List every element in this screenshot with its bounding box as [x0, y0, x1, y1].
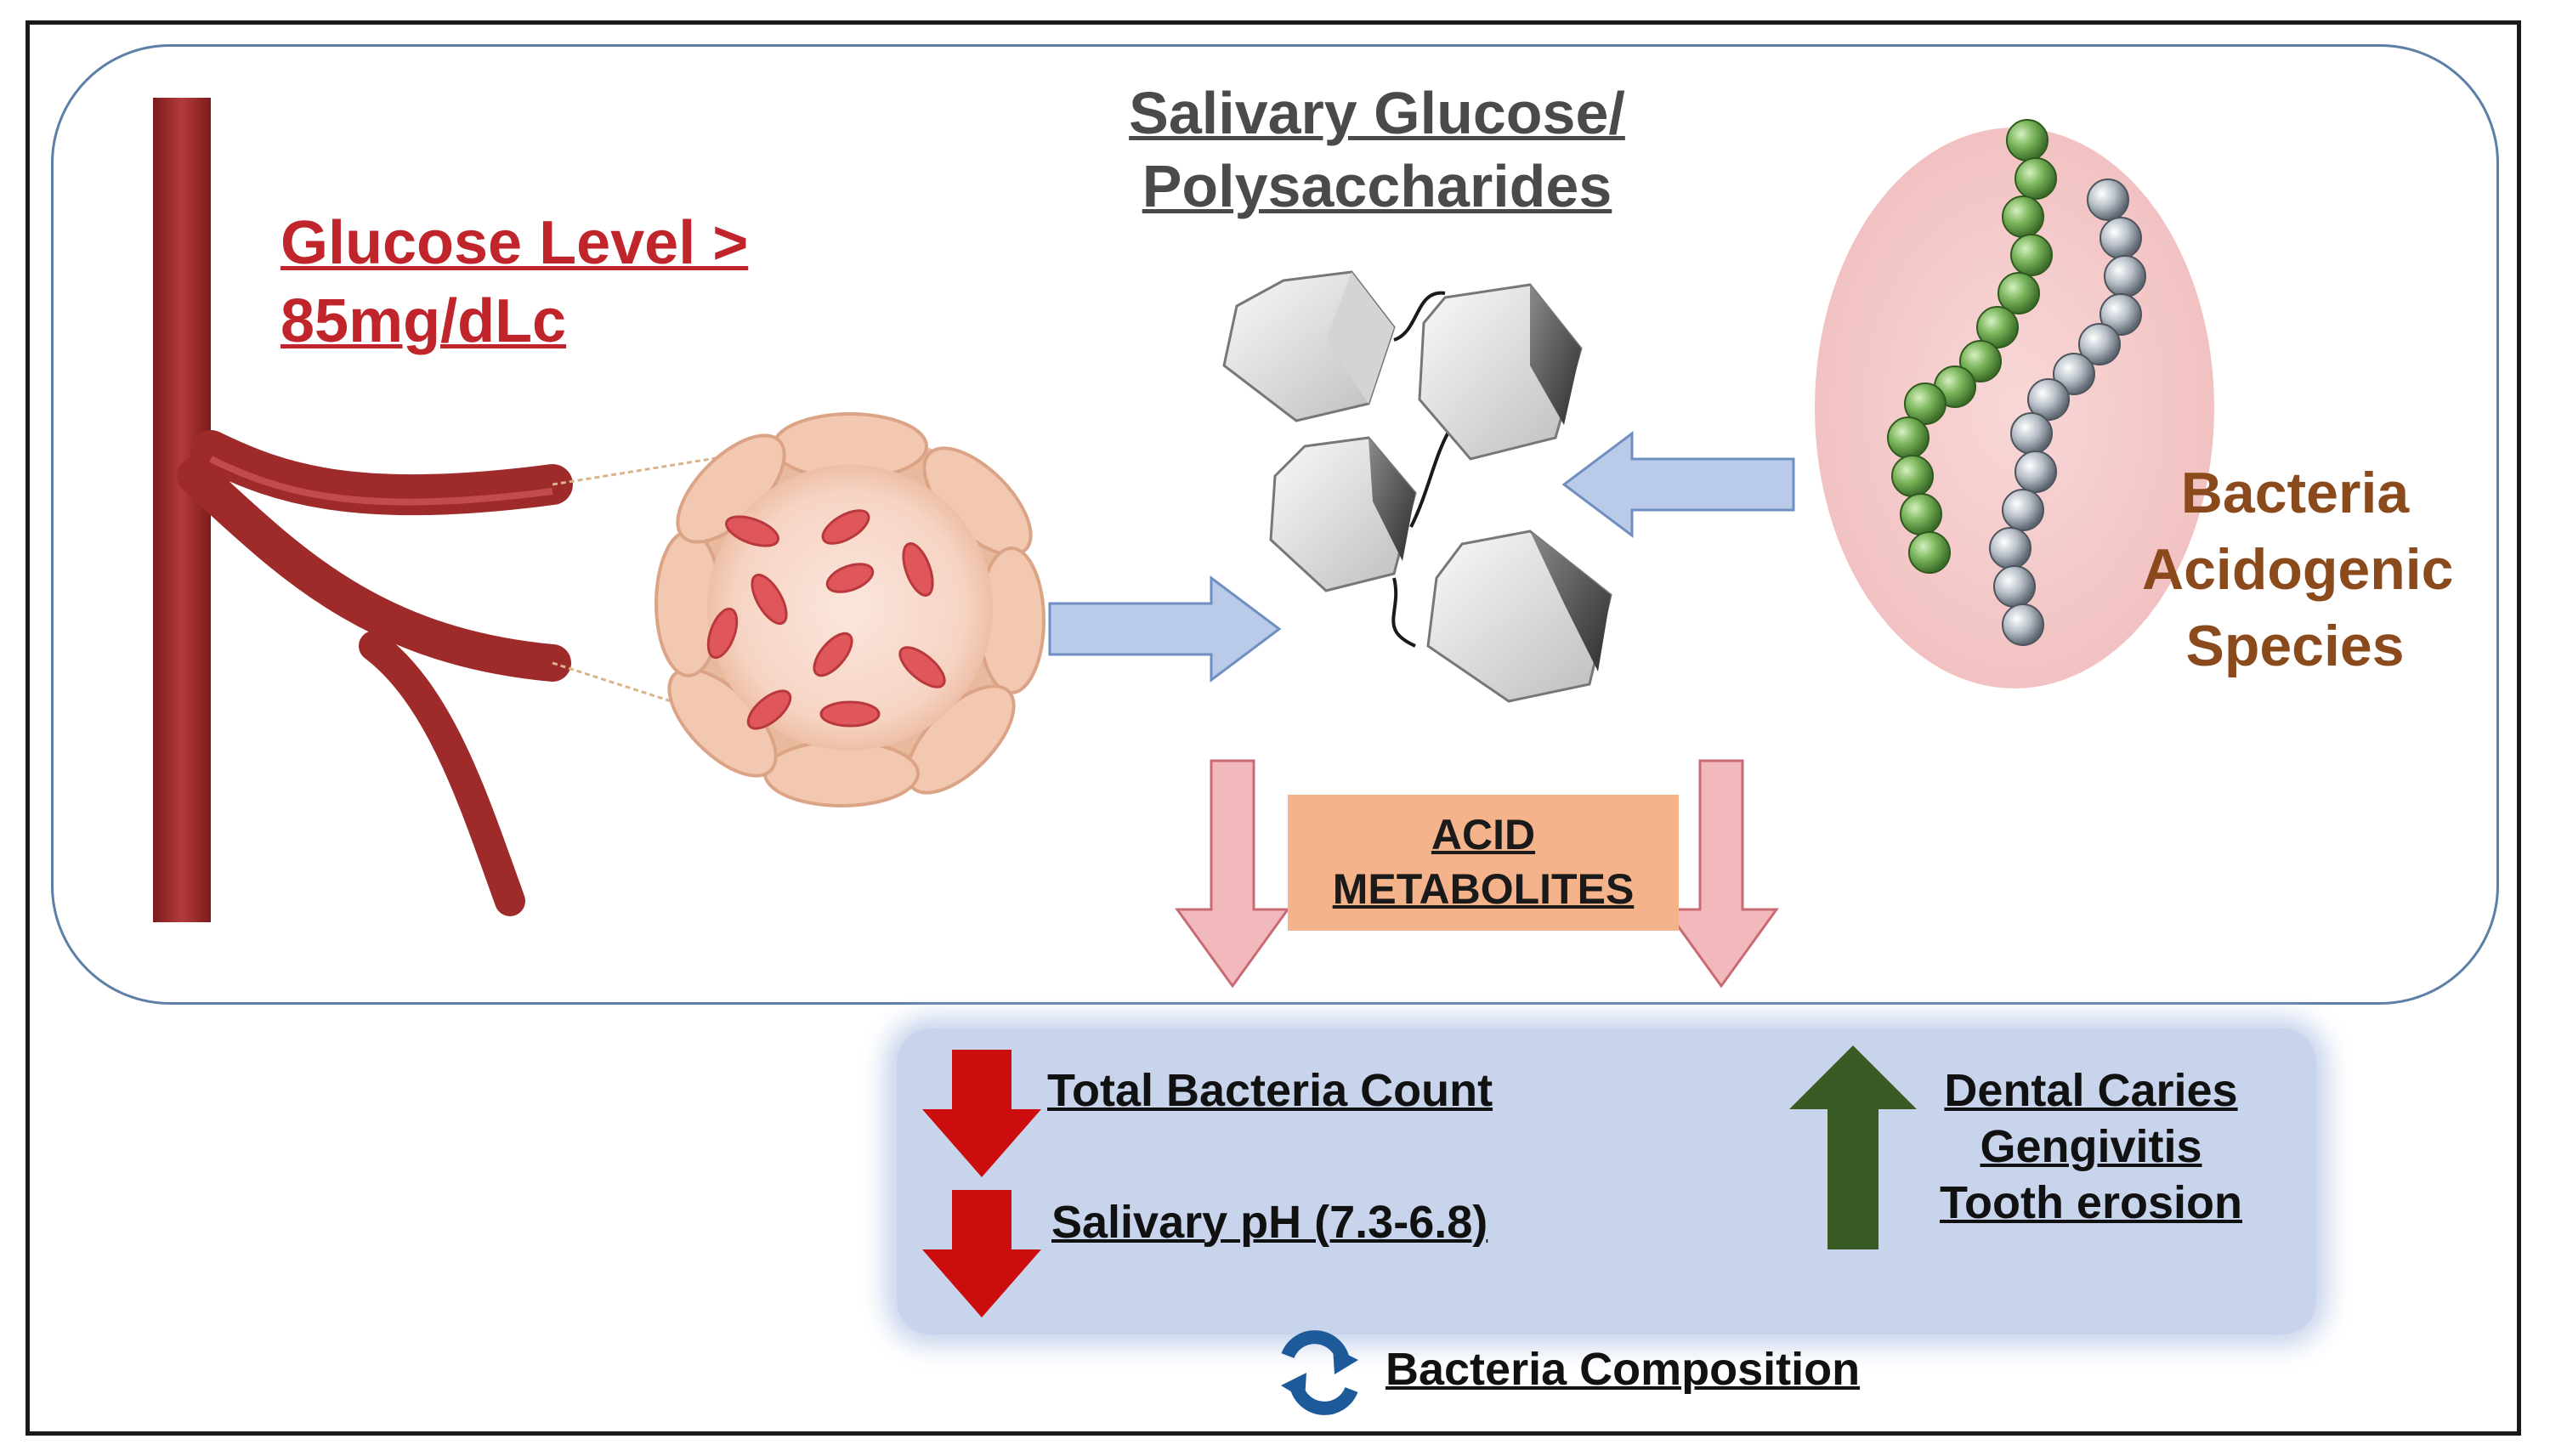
vessel-cross-section-icon	[654, 412, 1046, 807]
down-arrow-left-icon	[1175, 759, 1290, 989]
bacteria-line-3: Species	[2185, 614, 2405, 678]
salivary-glucose-title: Salivary Glucose/ Polysaccharides	[1046, 76, 1708, 223]
glucose-level-line-2: 85mg/dLc	[280, 287, 567, 355]
increase-arrow-icon	[1789, 1045, 1917, 1249]
bacteria-line-2: Acidogenic	[2142, 537, 2454, 602]
dental-caries-label: Dental Caries	[1944, 1065, 2238, 1116]
bacteria-chains-icon	[1815, 119, 2214, 688]
salivary-title-line-2: Polysaccharides	[1142, 153, 1612, 219]
flow-arrow-left	[1561, 431, 1795, 538]
figure-frame	[26, 20, 2521, 1436]
bacteria-acidogenic-label: Bacteria Acidogenic Species	[2142, 455, 2454, 684]
decrease-arrow-icon	[922, 1190, 1041, 1317]
results-panel	[897, 1028, 2316, 1334]
glucose-level-line-1: Glucose Level >	[280, 209, 749, 277]
bacteria-line-1: Bacteria	[2180, 461, 2410, 525]
salivary-ph-label: Salivary pH (7.3-6.8)	[1051, 1197, 1488, 1248]
acid-metabolites-label: ACID METABOLITES	[1288, 807, 1679, 916]
bacteria-composition-label: Bacteria Composition	[1386, 1344, 1861, 1395]
flow-arrow-right	[1048, 575, 1282, 683]
salivary-title-line-1: Salivary Glucose/	[1129, 80, 1625, 146]
increased-conditions-label: Dental Caries Gengivitis Tooth erosion	[1930, 1062, 2252, 1231]
glucose-level-label: Glucose Level > 85mg/dLc	[280, 204, 748, 360]
total-bacteria-count-label: Total Bacteria Count	[1047, 1065, 1493, 1116]
decrease-arrow-icon	[922, 1050, 1041, 1177]
cycle-icon	[1281, 1330, 1358, 1415]
acid-line-1: ACID	[1431, 811, 1536, 858]
acid-metabolites-box	[1288, 795, 1679, 931]
glucose-polyhedra-icon	[1222, 270, 1612, 703]
blood-vessel-icon	[153, 98, 573, 922]
gingivitis-label: Gengivitis	[1980, 1121, 2202, 1172]
down-arrow-right-icon	[1663, 759, 1779, 989]
acid-line-2: METABOLITES	[1332, 865, 1635, 913]
process-panel	[51, 44, 2499, 1005]
tooth-erosion-label: Tooth erosion	[1940, 1177, 2242, 1228]
